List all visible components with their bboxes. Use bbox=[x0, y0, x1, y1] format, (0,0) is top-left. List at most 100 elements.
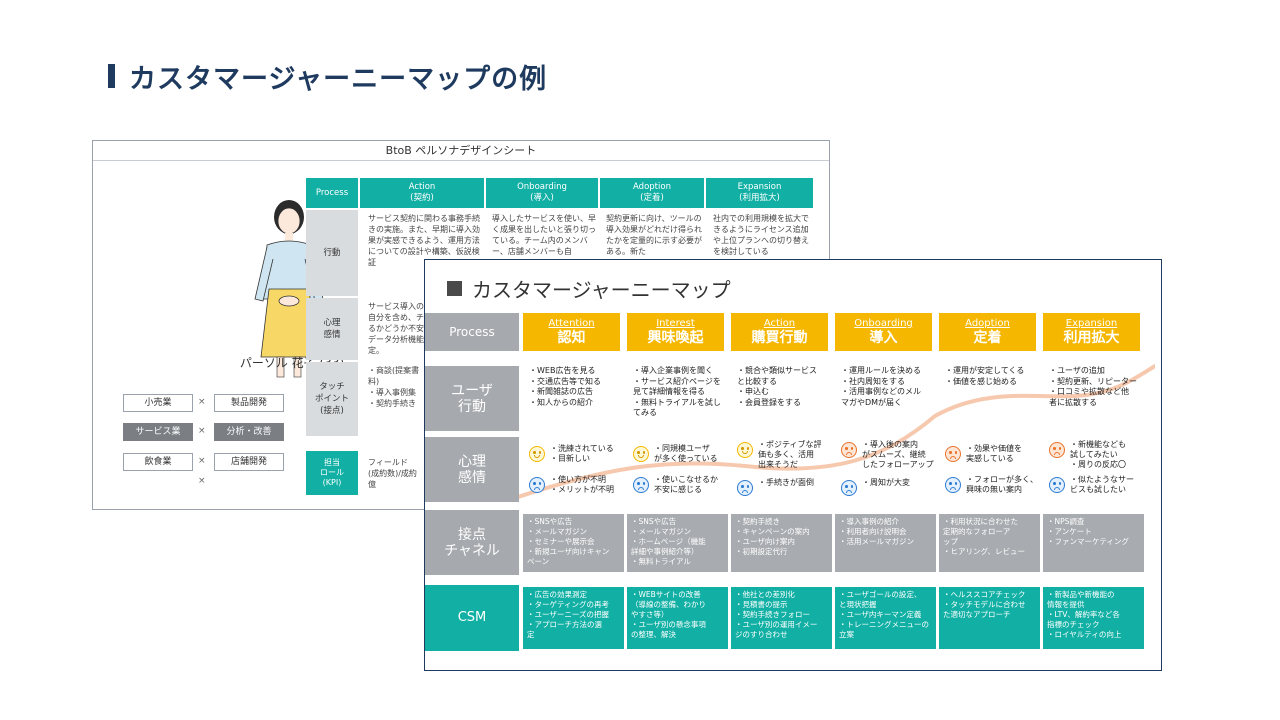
emotion-negative: ・使いこなせるか 不安に感じる bbox=[633, 475, 733, 505]
user-action-cell: ・運用が安定してくる ・価値を感じ始める bbox=[945, 366, 1025, 386]
emotion-text: ・新機能なども 試してみたい ・周りの反応〇 bbox=[1070, 440, 1126, 469]
emotion-text: ・周知が大変 bbox=[862, 478, 910, 487]
persona-kpi-text: フィールド (成約数)/成約 億 bbox=[368, 458, 417, 489]
persona-header-adoption: Adoption (定着) bbox=[600, 178, 704, 208]
stage-en: Attention bbox=[548, 317, 595, 329]
row-label-csm: CSM bbox=[425, 585, 519, 651]
persona-cell: 社内での利用規模を拡大できるようにライセンス追加や上位プランへの切り替えを検討し… bbox=[713, 214, 809, 256]
emotion-negative: ・使い方が不明 ・メリットが不明 bbox=[529, 475, 629, 505]
persona-header-expansion: Expansion (利用拡大) bbox=[706, 178, 813, 208]
emotion-text: ・使いこなせるか 不安に感じる bbox=[654, 475, 718, 494]
persona-header-onboarding: Onboarding (導入) bbox=[486, 178, 598, 208]
channel-cell: ・導入事例の紹介 ・利用者向け説明会 ・活用メールマガジン bbox=[835, 514, 936, 572]
emotion-text: ・フォローが多く、 興味の無い案内 bbox=[966, 475, 1038, 494]
sad-face-icon bbox=[529, 477, 545, 493]
persona-header-action: Action (契約) bbox=[360, 178, 484, 208]
user-action-cell: ・導入企業事例を聞く ・サービス紹介ページを 見て詳細情報を得る ・無料トライア… bbox=[633, 366, 721, 417]
channel-cell: ・契約手続き ・キャンペーンの案内 ・ユーザ向け案内 ・初期設定代行 bbox=[731, 514, 832, 572]
persona-cell: 契約更新に向け、ツールの導入効果がどれだけ得られたかを定量的に示す必要がある。新… bbox=[606, 214, 702, 256]
stage-onboarding: Onboarding 導入 bbox=[835, 313, 932, 351]
title-bar bbox=[108, 64, 115, 88]
stage-expansion: Expansion 利用拡大 bbox=[1043, 313, 1140, 351]
journey-title-text: カスタマージャーニーマップ bbox=[472, 278, 731, 302]
emotion-negative: ・手続きが面倒 bbox=[737, 478, 837, 508]
user-action-cell: ・競合や類似サービス と比較する ・申込む ・会員登録をする bbox=[737, 366, 817, 407]
smile-face-icon bbox=[529, 446, 545, 462]
csm-cell: ・他社との差別化 ・見積書の提示 ・契約手続きフォロー ・ユーザ別の運用イメー … bbox=[731, 587, 832, 649]
industry-tag-selected: サービス業 bbox=[123, 423, 193, 441]
channel-cell: ・SNSや広告 ・メールマガジン ・ホームページ（機能 詳細や事例紹介等） ・無… bbox=[627, 514, 728, 572]
persona-row-label-emotion: 心理 感情 bbox=[306, 298, 358, 360]
smile-face-icon bbox=[633, 446, 649, 462]
csm-cell: ・ユーザゴールの設定、 と現状把握 ・ユーザ内キーマン定義 ・トレーニングメニュ… bbox=[835, 587, 936, 649]
cross-mark: × bbox=[198, 397, 206, 407]
stage-adoption: Adoption 定着 bbox=[939, 313, 1036, 351]
stage-en: Action bbox=[763, 317, 796, 329]
smile-face-icon bbox=[737, 442, 753, 458]
user-action-cell: ・運用ルールを決める ・社内周知をする ・活用事例などのメル マガやDMが届く bbox=[841, 366, 921, 407]
csm-cell: ・ヘルススコアチェック ・タッチモデルに合わせ た適切なアプローチ bbox=[939, 587, 1040, 649]
csm-cell: ・新製品や新機能の 情報を提供 ・LTV、解約率など各 指標のチェック ・ロイヤ… bbox=[1043, 587, 1144, 649]
role-tag: 店舗開発 bbox=[214, 453, 284, 471]
emotion-text: ・同規模ユーザ が多く使っている bbox=[654, 444, 718, 463]
emotion-text: ・効果や価値を 実感している bbox=[966, 444, 1022, 463]
cross-mark: × bbox=[198, 456, 206, 466]
stage-ja: 導入 bbox=[869, 329, 898, 346]
emotion-positive: ・新機能なども 試してみたい ・周りの反応〇 bbox=[1049, 440, 1149, 470]
emotion-negative: ・周知が大変 bbox=[841, 478, 941, 508]
persona-row-label-behavior: 行動 bbox=[306, 210, 358, 296]
sad-face-icon bbox=[945, 477, 961, 493]
stage-attention: Attention 認知 bbox=[523, 313, 620, 351]
stage-ja: 利用拡大 bbox=[1063, 329, 1120, 346]
emotion-text: ・似たようなサー ビスも試したい bbox=[1070, 475, 1134, 494]
stage-ja: 購買行動 bbox=[751, 329, 808, 346]
slide-title-text: カスタマージャーニーマップの例 bbox=[129, 63, 548, 95]
channel-cell: ・NPS調査 ・アンケート ・ファンマーケティング bbox=[1043, 514, 1144, 572]
stage-action: Action 購買行動 bbox=[731, 313, 828, 351]
journey-title: カスタマージャーニーマップ bbox=[447, 274, 731, 303]
emotion-positive: ・効果や価値を 実感している bbox=[945, 444, 1045, 474]
row-label-emotion: 心理 感情 bbox=[425, 437, 519, 502]
role-tag-selected: 分析・改善 bbox=[214, 423, 284, 441]
user-action-cell: ・ユーザの追加 ・契約更新、リピーター ・口コミや拡散など他 者に拡散する bbox=[1049, 366, 1137, 407]
emotion-negative: ・フォローが多く、 興味の無い案内 bbox=[945, 475, 1045, 505]
row-label-channel: 接点 チャネル bbox=[425, 510, 519, 575]
emotion-text: ・導入後の案内 がスムーズ、継続 したフォローアップ bbox=[862, 440, 934, 469]
emotion-text: ・手続きが面倒 bbox=[758, 478, 814, 487]
cross-mark: × bbox=[198, 476, 206, 486]
persona-cell: サービス導入の 自分を含め、チ るかどうか不安 データ分析機能 定。 bbox=[368, 302, 424, 355]
emotion-text: ・使い方が不明 ・メリットが不明 bbox=[550, 475, 614, 494]
sad-face-icon bbox=[633, 477, 649, 493]
excited-face-icon bbox=[1049, 442, 1065, 458]
stage-en: Onboarding bbox=[854, 317, 913, 329]
sad-face-icon bbox=[841, 480, 857, 496]
csm-cell: ・広告の効果測定 ・ターゲティングの再考 ・ユーザーニーズの把握 ・アプローチ方… bbox=[523, 587, 624, 649]
emotion-positive: ・洗練されている ・目新しい bbox=[529, 444, 629, 474]
stage-ja: 興味喚起 bbox=[647, 329, 704, 346]
stage-en: Adoption bbox=[965, 317, 1010, 329]
emotion-negative: ・似たようなサー ビスも試したい bbox=[1049, 475, 1149, 505]
stage-ja: 定着 bbox=[973, 329, 1002, 346]
persona-cell: 導入したサービスを使い、早く成果を出したいと張り切っている。チーム内のメンバー、… bbox=[492, 214, 596, 256]
stage-en: Expansion bbox=[1065, 317, 1118, 329]
stage-interest: Interest 興味喚起 bbox=[627, 313, 724, 351]
stage-ja: 認知 bbox=[557, 329, 586, 346]
role-tag: 製品開発 bbox=[214, 394, 284, 412]
stage-en: Interest bbox=[656, 317, 695, 329]
persona-name: パーソル 花子 (33) bbox=[239, 356, 345, 370]
persona-cell: ・商談(提案書 料) ・導入事例集 ・契約手続き bbox=[368, 366, 420, 408]
sad-face-icon bbox=[1049, 477, 1065, 493]
excited-face-icon bbox=[841, 442, 857, 458]
channel-cell: ・SNSや広告 ・メールマガジン ・セミナーや展示会 ・新規ユーザ向けキャン ペ… bbox=[523, 514, 624, 572]
persona-kpi-label: 担当 ロール (KPI) bbox=[306, 451, 358, 495]
persona-row-label-touchpoint: タッチ ポイント (接点) bbox=[306, 362, 358, 436]
persona-cell: サービス契約に関わる事務手続きの実施。また、早期に導入効果が実感できるよう、運用… bbox=[368, 214, 480, 267]
emotion-positive: ・導入後の案内 がスムーズ、継続 したフォローアップ bbox=[841, 440, 941, 470]
title-square bbox=[447, 281, 462, 296]
csm-cell: ・WEBサイトの改善 （導線の整備、わかり やすさ等） ・ユーザ別の懸念事項 の… bbox=[627, 587, 728, 649]
row-label-process: Process bbox=[425, 313, 519, 351]
sad-face-icon bbox=[737, 480, 753, 496]
channel-cell: ・利用状況に合わせた 定期的なフォローア ップ ・ヒアリング、レビュー bbox=[939, 514, 1040, 572]
emotion-text: ・洗練されている ・目新しい bbox=[550, 444, 614, 463]
emotion-positive: ・同規模ユーザ が多く使っている bbox=[633, 444, 733, 474]
